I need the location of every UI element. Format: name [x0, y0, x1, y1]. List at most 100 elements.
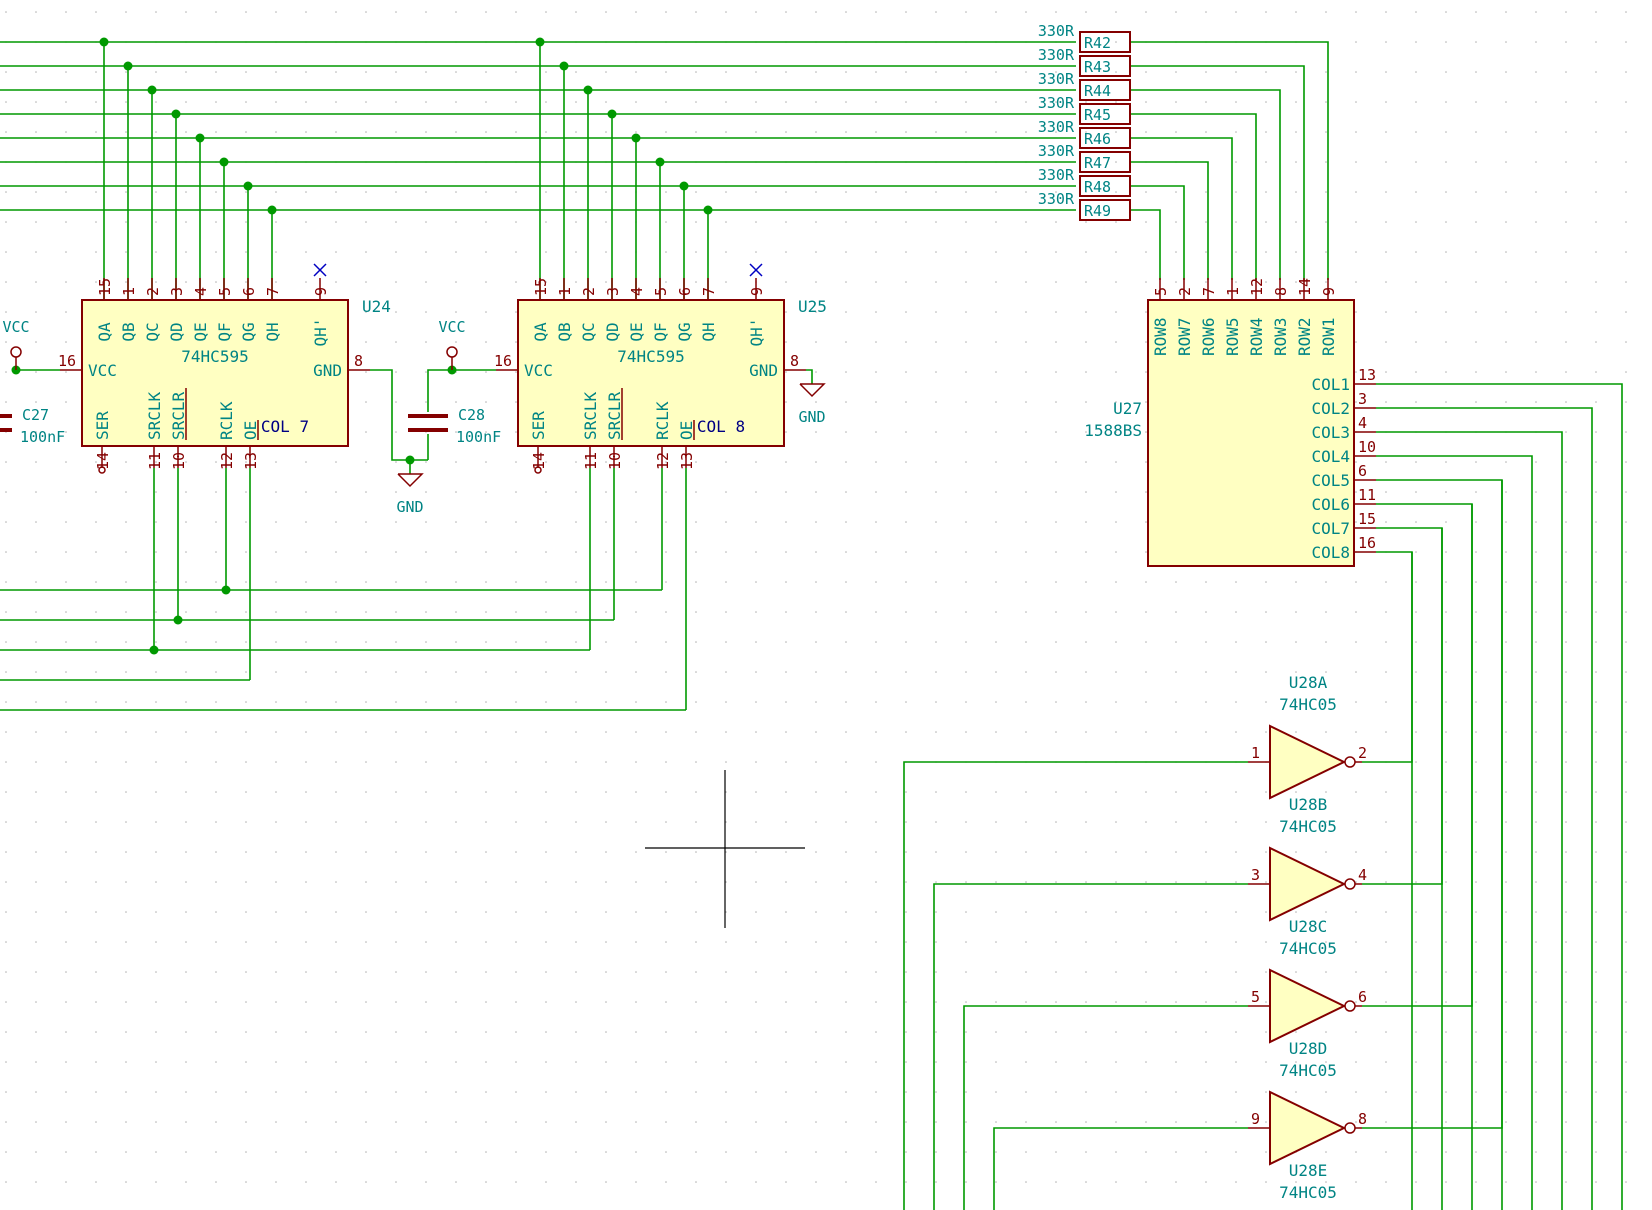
- grid-dot: [1025, 971, 1027, 973]
- grid-dot: [305, 1061, 307, 1063]
- grid-dot: [785, 1001, 787, 1003]
- grid-dot: [905, 971, 907, 973]
- grid-dot: [455, 761, 457, 763]
- grid-dot: [1265, 611, 1267, 613]
- grid-dot: [35, 281, 37, 283]
- inverter-reference: U28E: [1289, 1161, 1328, 1180]
- grid-dot: [635, 761, 637, 763]
- grid-dot: [575, 551, 577, 553]
- inverter-reference: U28D: [1289, 1039, 1328, 1058]
- grid-dot: [485, 461, 487, 463]
- grid-dot: [155, 1121, 157, 1123]
- grid-dot: [1445, 401, 1447, 403]
- grid-dot: [1475, 401, 1477, 403]
- grid-dot: [1445, 191, 1447, 193]
- grid-dot: [575, 191, 577, 193]
- pin-name: QF: [215, 322, 234, 341]
- grid-dot: [515, 881, 517, 883]
- grid-dot: [1415, 221, 1417, 223]
- grid-dot: [875, 881, 877, 883]
- pin-name: COL4: [1311, 447, 1350, 466]
- grid-dot: [245, 71, 247, 73]
- grid-dot: [1445, 941, 1447, 943]
- grid-dot: [1595, 1031, 1597, 1033]
- grid-dot: [1595, 1121, 1597, 1123]
- grid-dot: [755, 581, 757, 583]
- grid-dot: [575, 641, 577, 643]
- grid-dot: [1625, 641, 1627, 643]
- grid-dot: [1145, 521, 1147, 523]
- grid-dot: [65, 731, 67, 733]
- grid-dot: [1055, 11, 1057, 13]
- grid-dot: [1235, 791, 1237, 793]
- grid-dot: [755, 1121, 757, 1123]
- grid-dot: [1535, 101, 1537, 103]
- grid-dot: [155, 521, 157, 523]
- grid-dot: [365, 11, 367, 13]
- grid-dot: [425, 401, 427, 403]
- grid-dot: [1415, 11, 1417, 13]
- grid-dot: [1145, 71, 1147, 73]
- grid-dot: [995, 1031, 997, 1033]
- grid-dot: [305, 581, 307, 583]
- grid-dot: [245, 761, 247, 763]
- grid-dot: [995, 401, 997, 403]
- grid-dot: [1025, 431, 1027, 433]
- grid-dot: [695, 1151, 697, 1153]
- grid-dot: [1205, 1001, 1207, 1003]
- grid-dot: [5, 611, 7, 613]
- grid-dot: [215, 1001, 217, 1003]
- grid-dot: [905, 791, 907, 793]
- grid-dot: [455, 701, 457, 703]
- grid-dot: [785, 821, 787, 823]
- grid-dot: [1055, 671, 1057, 673]
- grid-dot: [245, 881, 247, 883]
- grid-dot: [995, 131, 997, 133]
- grid-dot: [1055, 941, 1057, 943]
- grid-dot: [875, 461, 877, 463]
- grid-dot: [65, 371, 67, 373]
- grid-dot: [1235, 131, 1237, 133]
- grid-dot: [5, 791, 7, 793]
- grid-dot: [665, 521, 667, 523]
- grid-dot: [1025, 131, 1027, 133]
- grid-dot: [665, 1031, 667, 1033]
- grid-dot: [935, 671, 937, 673]
- grid-dot: [995, 941, 997, 943]
- grid-dot: [755, 611, 757, 613]
- grid-dot: [875, 521, 877, 523]
- grid-dot: [95, 941, 97, 943]
- grid-dot: [335, 1031, 337, 1033]
- grid-dot: [65, 11, 67, 13]
- grid-dot: [695, 881, 697, 883]
- grid-dot: [215, 821, 217, 823]
- grid-dot: [425, 641, 427, 643]
- grid-dot: [545, 791, 547, 793]
- grid-dot: [65, 461, 67, 463]
- grid-dot: [1115, 1121, 1117, 1123]
- grid-dot: [845, 851, 847, 853]
- grid-dot: [1175, 881, 1177, 883]
- grid-dot: [905, 461, 907, 463]
- pin-name: ROW5: [1223, 317, 1242, 356]
- u25-body: [517, 299, 785, 447]
- grid-dot: [1025, 821, 1027, 823]
- wire: [1130, 65, 1305, 280]
- grid-dot: [1115, 131, 1117, 133]
- grid-dot: [815, 251, 817, 253]
- wire: [1376, 503, 1473, 1210]
- grid-dot: [65, 131, 67, 133]
- grid-dot: [1265, 161, 1267, 163]
- grid-dot: [1325, 1181, 1327, 1183]
- grid-dot: [395, 401, 397, 403]
- pin-number: 5: [1152, 287, 1170, 296]
- grid-dot: [365, 191, 367, 193]
- resistor-body: [1079, 199, 1131, 221]
- grid-dot: [245, 701, 247, 703]
- grid-dot: [965, 1121, 967, 1123]
- grid-dot: [1235, 221, 1237, 223]
- grid-dot: [935, 521, 937, 523]
- grid-dot: [245, 911, 247, 913]
- grid-dot: [35, 251, 37, 253]
